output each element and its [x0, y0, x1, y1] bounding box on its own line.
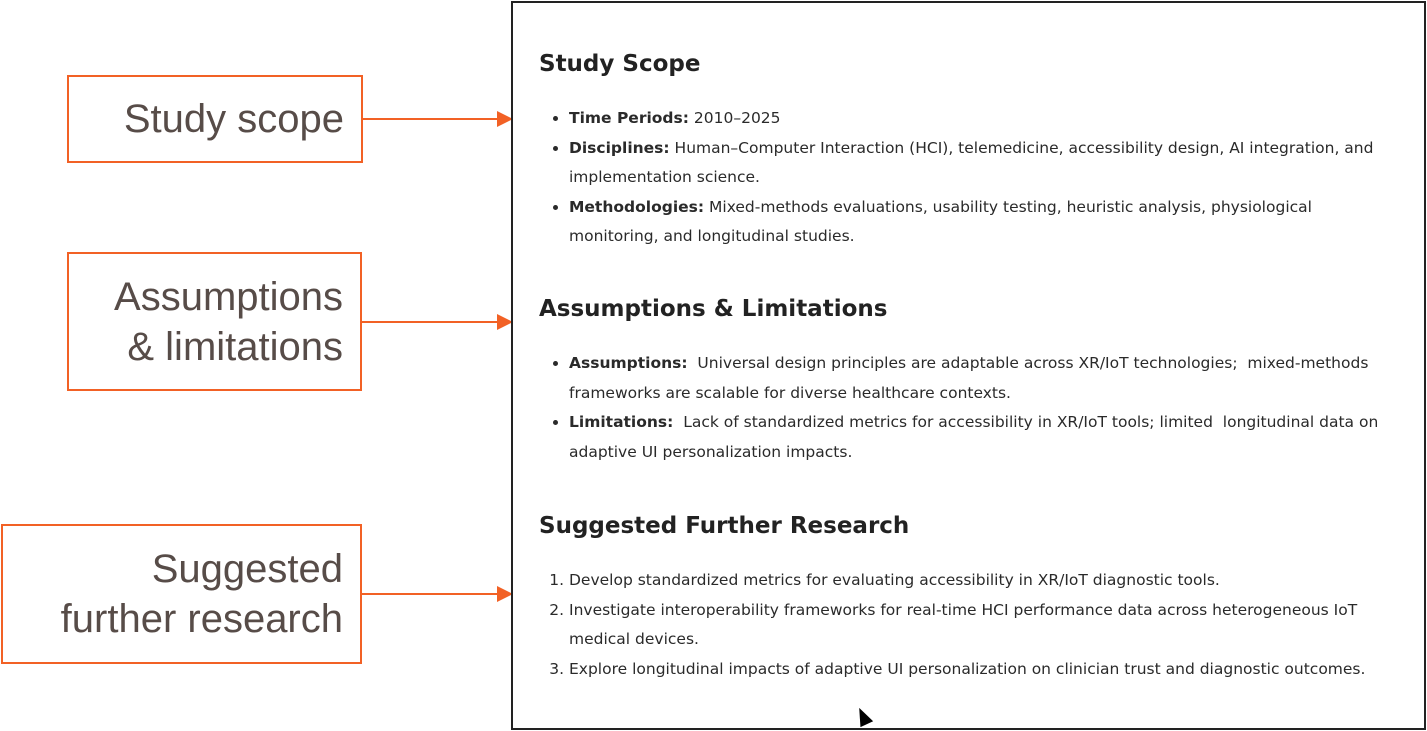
list-item: Time Periods: 2010–2025 — [569, 104, 1394, 134]
section-title-research: Suggested Further Research — [539, 513, 910, 539]
document-panel: Study Scope Time Periods: 2010–2025 Disc… — [511, 1, 1426, 730]
mouse-cursor-icon — [852, 704, 874, 728]
arrow-assumptions — [362, 314, 513, 330]
callout-label: Study scope — [123, 97, 344, 141]
arrow-study-scope — [363, 111, 513, 127]
callout-assumptions: Assumptions & limitations — [67, 252, 362, 391]
arrow-further-research — [362, 586, 513, 602]
list-item: Explore longitudinal impacts of adaptive… — [569, 655, 1394, 685]
callout-further-research: Suggested further research — [1, 524, 362, 664]
section-title-scope: Study Scope — [539, 51, 701, 77]
callout-label-line: & limitations — [127, 324, 343, 369]
list-item: Methodologies: Mixed-methods evaluations… — [569, 193, 1394, 252]
callout-label-line: Suggested — [151, 547, 343, 591]
list-item: Limitations: Lack of standardized metric… — [569, 408, 1394, 467]
section-title-assumptions: Assumptions & Limitations — [539, 296, 888, 322]
list-item: Assumptions: Universal design principles… — [569, 349, 1394, 408]
research-list: Develop standardized metrics for evaluat… — [569, 566, 1394, 684]
scope-list: Time Periods: 2010–2025 Disciplines: Hum… — [569, 104, 1394, 252]
list-item: Disciplines: Human–Computer Interaction … — [569, 134, 1394, 193]
callout-study-scope: Study scope — [67, 75, 363, 163]
callout-label-line: Assumptions — [114, 274, 343, 319]
assumptions-list: Assumptions: Universal design principles… — [569, 349, 1394, 467]
callout-label-line: further research — [60, 597, 343, 641]
list-item: Develop standardized metrics for evaluat… — [569, 566, 1394, 596]
list-item: Investigate interoperability frameworks … — [569, 596, 1394, 655]
